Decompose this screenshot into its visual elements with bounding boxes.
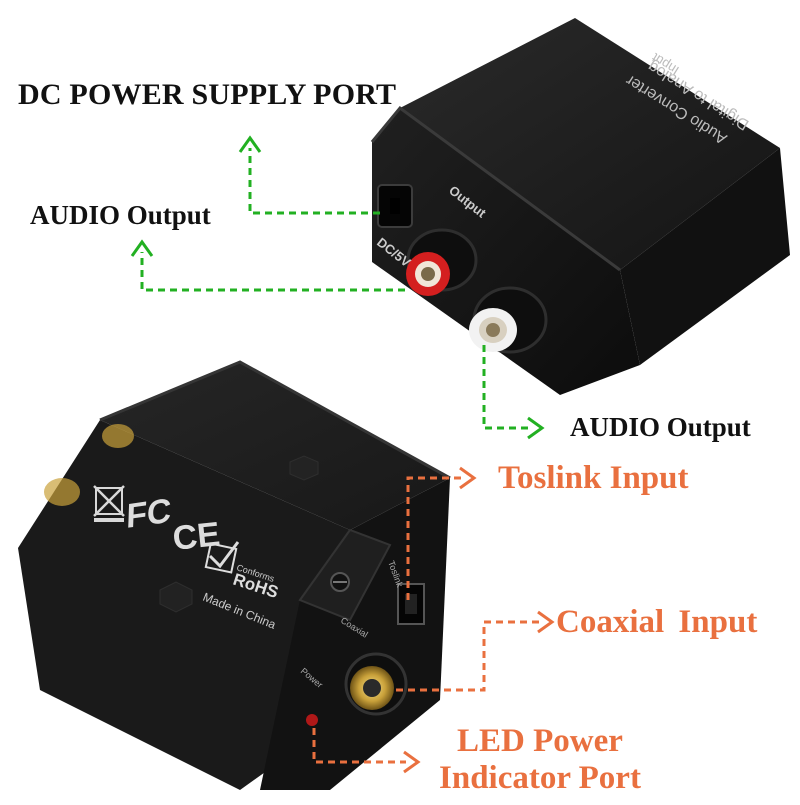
coaxial-arrowhead — [537, 610, 555, 634]
bottom-device-lid — [100, 362, 450, 530]
audio-right-arrowhead — [527, 416, 545, 440]
audio-left-leader — [140, 252, 405, 292]
top-device-lid — [400, 18, 780, 270]
weee-bin-icon — [93, 485, 125, 522]
top-device-right-face — [620, 148, 790, 365]
ce-mark: CE — [171, 515, 222, 558]
coaxial-leader — [396, 620, 540, 692]
rca-white-jack — [469, 286, 548, 354]
orange-callout-lines — [312, 476, 540, 764]
top-device-front-face — [372, 108, 640, 395]
audio-output-label-right: AUDIO Output — [570, 412, 751, 442]
toslink-leader — [406, 476, 462, 600]
coaxial-input-label: Coaxial Input — [556, 604, 758, 640]
audio-output-label-left: AUDIO Output — [30, 200, 211, 230]
green-arrowheads — [130, 135, 545, 440]
bottom-device-port-face — [260, 478, 450, 790]
led-indicator — [306, 714, 318, 726]
dc-power-leader — [248, 148, 380, 215]
coaxial-gold-jack — [344, 652, 408, 716]
audio-right-leader — [482, 345, 532, 430]
toslink-arrowhead — [459, 466, 477, 490]
toslink-input-label: Toslink Input — [498, 460, 689, 496]
audio-left-arrowhead — [130, 239, 154, 257]
dc-power-supply-port-label: DC POWER SUPPLY PORT — [18, 78, 397, 111]
led-power-label-line1: LED Power — [457, 723, 623, 759]
orange-arrowheads — [403, 466, 555, 774]
top-converter-device: Input Digital to Analog Audio Converter … — [370, 18, 790, 395]
dc-power-arrowhead — [238, 135, 262, 153]
bottom-converter-device: FC CE Conforms RoHS Made in China Toslin… — [18, 360, 451, 790]
rca-red-jack — [406, 228, 478, 296]
led-arrowhead — [403, 750, 421, 774]
led-power-label-line2: Indicator Port — [439, 760, 641, 796]
fcc-mark: FC — [126, 491, 172, 536]
green-callout-lines — [140, 148, 532, 430]
